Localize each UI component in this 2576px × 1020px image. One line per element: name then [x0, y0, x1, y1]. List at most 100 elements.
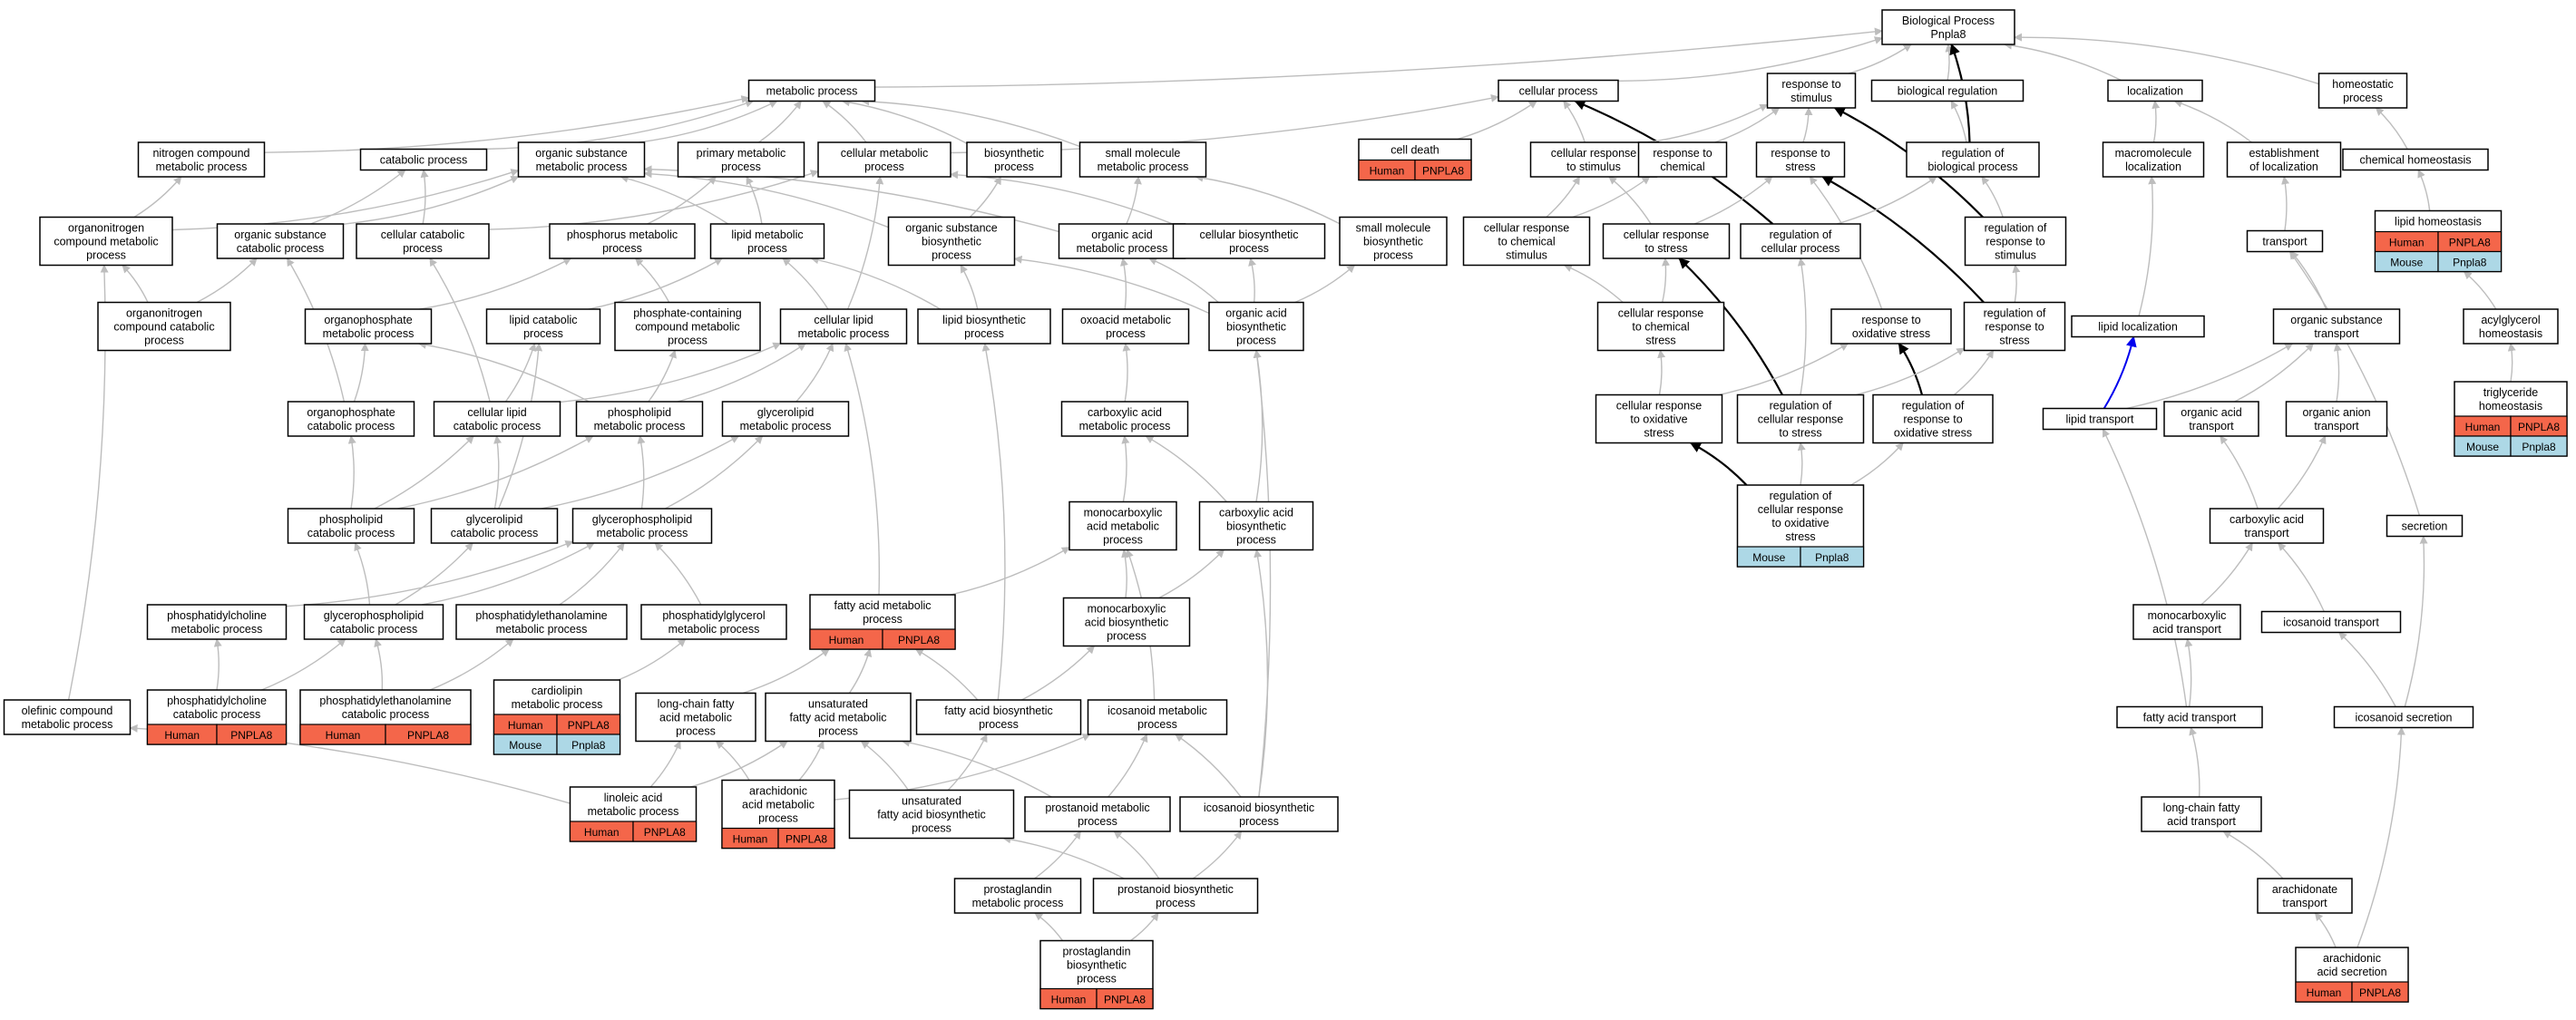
go-term-node-icosanoid-secretion[interactable]: icosanoid secretion — [2333, 705, 2474, 729]
go-term-node-biological-regulation[interactable]: biological regulation — [1870, 79, 2025, 102]
go-term-node-lipid-localization[interactable]: lipid localization — [2071, 315, 2205, 338]
go-term-node-fatty-acid-transport[interactable]: fatty acid transport — [2116, 705, 2263, 729]
go-term-node-secretion[interactable]: secretion — [2386, 514, 2464, 538]
go-term-node-cellular-process[interactable]: cellular process — [1498, 79, 1619, 102]
go-term-node-chemical-homeostasis[interactable]: chemical homeostasis — [2342, 148, 2489, 171]
go-term-node-localization[interactable]: localization — [2107, 79, 2203, 102]
go-term-node-catabolic-process[interactable]: catabolic process — [359, 148, 488, 171]
go-term-node-icosanoid-transport[interactable]: icosanoid transport — [2260, 610, 2402, 634]
go-term-node-transport[interactable]: transport — [2246, 229, 2324, 253]
go-term-node-lipid-transport[interactable]: lipid transport — [2042, 407, 2158, 431]
go-term-node-metabolic-process[interactable]: metabolic process — [747, 79, 876, 102]
